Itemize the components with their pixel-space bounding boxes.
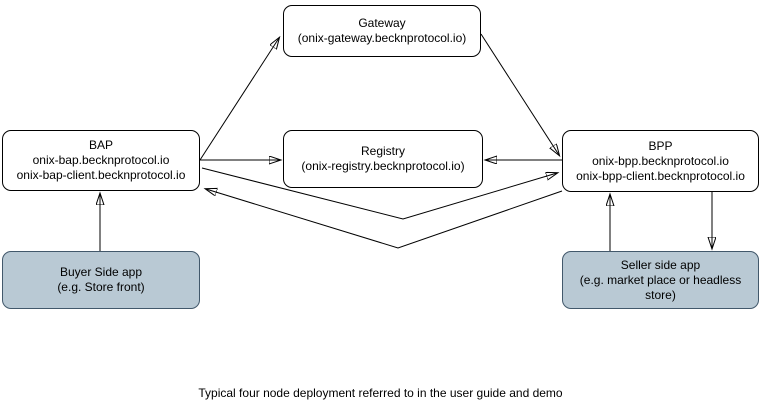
node-gateway: Gateway (onix-gateway.becknprotocol.io): [283, 5, 481, 57]
arrow-bap-to-bpp-v: [201, 167, 557, 220]
registry-title: Registry: [360, 144, 405, 158]
bpp-host: onix-bpp.becknprotocol.io: [592, 153, 729, 168]
arrow-bpp-to-bap-v: [206, 189, 563, 249]
gateway-host: (onix-gateway.becknprotocol.io): [297, 31, 467, 45]
seller-app-title: Seller side app: [620, 257, 701, 272]
gateway-title: Gateway: [358, 16, 406, 30]
bpp-client-host: onix-bpp-client.becknprotocol.io: [576, 168, 745, 183]
node-seller-side-app: Seller side app (e.g. market place or he…: [562, 251, 759, 309]
diagram-caption: Typical four node deployment referred to…: [198, 386, 563, 400]
bpp-title: BPP: [648, 138, 673, 153]
bap-client-host: onix-bap-client.becknprotocol.io: [16, 168, 186, 182]
registry-host: (onix-registry.becknprotocol.io): [301, 159, 465, 173]
arrow-gateway-to-bpp: [480, 33, 559, 155]
buyer-app-title: Buyer Side app: [59, 265, 143, 279]
buyer-app-example: (e.g. Store front): [57, 280, 145, 294]
node-registry: Registry (onix-registry.becknprotocol.io…: [283, 130, 483, 188]
node-bpp: BPP onix-bpp.becknprotocol.io onix-bpp-c…: [562, 130, 759, 192]
node-buyer-side-app: Buyer Side app (e.g. Store front): [2, 251, 200, 309]
bap-host: onix-bap.becknprotocol.io: [32, 153, 170, 167]
seller-app-example: (e.g. market place or headless store): [579, 272, 742, 302]
node-bap: BAP onix-bap.becknprotocol.io onix-bap-c…: [2, 130, 200, 191]
arrow-bap-to-gateway: [199, 38, 279, 161]
bap-title: BAP: [88, 138, 113, 152]
